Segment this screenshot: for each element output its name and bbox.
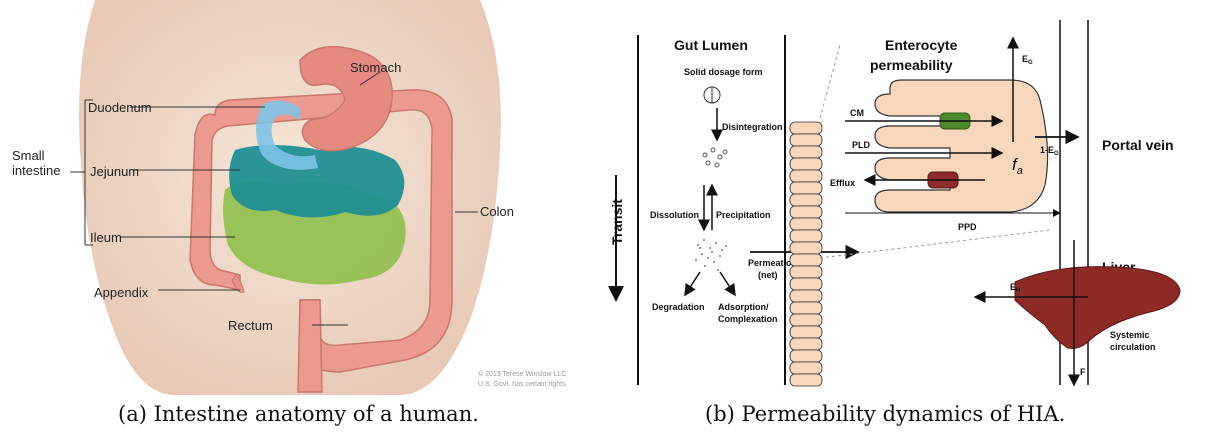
label-eg: EG <box>1022 54 1033 66</box>
caption-b: (b) Permeability dynamics of HIA. <box>705 402 1065 426</box>
epithelial-cell <box>790 350 822 362</box>
granules-icon <box>703 148 727 167</box>
epithelial-cell <box>790 290 822 302</box>
epithelial-cell <box>790 122 822 134</box>
permeability-diagram: Transit Gut Lumen Solid dosage form Disi… <box>590 0 1205 395</box>
label-small-intestine-2: intestine <box>12 163 60 178</box>
label-stomach: Stomach <box>350 60 401 75</box>
anatomy-illustration: Stomach Duodenum Small intestine Jejunum… <box>0 0 575 395</box>
label-adsorption-2: Complexation <box>718 314 778 324</box>
epithelial-cell <box>790 302 822 314</box>
dissolved-particles-icon <box>695 239 727 271</box>
epithelial-cell <box>790 242 822 254</box>
label-small-intestine-1: Small <box>12 148 45 163</box>
label-appendix: Appendix <box>94 285 149 300</box>
copyright-line-1: © 2013 Terese Winslow LLC <box>478 370 566 378</box>
epithelial-cell <box>790 314 822 326</box>
label-degradation: Degradation <box>652 302 705 312</box>
label-jejunum: Jejunum <box>90 164 139 179</box>
label-colon: Colon <box>480 204 514 219</box>
epithelial-cell <box>790 194 822 206</box>
label-rectum: Rectum <box>228 318 273 333</box>
label-enterocyte-2: permeability <box>870 57 953 73</box>
label-duodenum: Duodenum <box>88 100 152 115</box>
label-disintegration: Disintegration <box>722 122 783 132</box>
label-ppd: PPD <box>958 222 977 232</box>
epithelial-cell <box>790 374 822 386</box>
degradation-arrow <box>685 272 700 295</box>
epithelial-cell <box>790 134 822 146</box>
epithelial-cell <box>790 218 822 230</box>
label-permeation-2: (net) <box>758 270 778 280</box>
epithelial-cell <box>790 338 822 350</box>
epithelial-cell <box>790 326 822 338</box>
label-portal-vein: Portal vein <box>1102 137 1174 153</box>
label-systemic-2: circulation <box>1110 342 1156 352</box>
copyright-line-2: U.S. Govt. has certain rights <box>478 381 566 388</box>
epithelial-cell <box>790 158 822 170</box>
label-solid-dosage: Solid dosage form <box>684 67 763 77</box>
label-ileum: Ileum <box>90 230 122 245</box>
epithelial-cell <box>790 266 822 278</box>
label-transit: Transit <box>609 199 625 245</box>
enterocyte-cell <box>875 80 1048 212</box>
label-dissolution: Dissolution <box>650 210 699 220</box>
epithelial-cell <box>790 278 822 290</box>
label-cm: CM <box>850 108 864 118</box>
adsorption-arrow <box>720 272 735 295</box>
epithelial-cell <box>790 182 822 194</box>
epithelial-cell <box>790 146 822 158</box>
epithelial-cell <box>790 206 822 218</box>
epithelial-cell <box>790 230 822 242</box>
label-f: F <box>1080 367 1086 377</box>
epithelial-cells <box>790 122 822 386</box>
caption-a: (a) Intestine anatomy of a human. <box>118 402 479 426</box>
epithelial-cell <box>790 254 822 266</box>
label-pld: PLD <box>852 140 871 150</box>
rectum-shape <box>298 300 322 392</box>
liver-shape <box>1015 267 1180 349</box>
label-enterocyte-1: Enterocyte <box>885 37 958 53</box>
epithelial-cell <box>790 170 822 182</box>
label-adsorption-1: Adsorption/ <box>718 302 769 312</box>
epithelial-cell <box>790 362 822 374</box>
label-precipitation: Precipitation <box>716 210 771 220</box>
label-gut-lumen: Gut Lumen <box>674 37 748 53</box>
jejunum-shape <box>229 145 404 218</box>
label-efflux: Efflux <box>830 178 855 188</box>
label-systemic-1: Systemic <box>1110 330 1150 340</box>
